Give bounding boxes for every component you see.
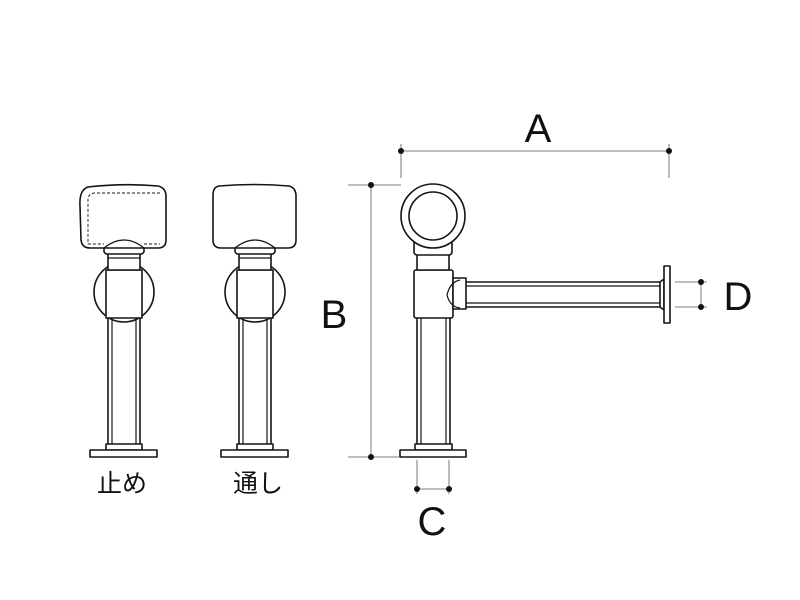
dimension-d-dot-top	[698, 279, 704, 285]
dimension-d-label: D	[724, 275, 753, 319]
side-view-valve	[399, 183, 671, 458]
through-valve-base-plate	[220, 449, 289, 458]
side-view-base-ring	[414, 443, 453, 451]
stop-valve-base-plate	[89, 449, 158, 458]
through-valve-neck	[238, 252, 272, 271]
dimension-a-dot-left	[398, 148, 404, 154]
dimension-a: A	[398, 107, 672, 178]
stop-valve-handle-dome	[103, 239, 145, 249]
dimension-a-label: A	[525, 107, 552, 151]
dimension-b: B	[321, 182, 401, 460]
stop-valve-pipe	[107, 315, 141, 447]
side-view-nut	[452, 277, 467, 310]
stop-valve-neck	[107, 252, 141, 271]
through-valve-body	[236, 269, 274, 319]
stop-valve-label: 止め	[97, 469, 147, 498]
through-valve-base-ring	[236, 443, 274, 451]
dimension-c-label: C	[418, 500, 447, 544]
through-valve-pipe	[238, 315, 272, 447]
stop-valve-body	[105, 269, 143, 319]
side-view-handle-inner	[408, 191, 458, 241]
dimension-b-dot-bottom	[368, 454, 374, 460]
side-view-nut-collar	[446, 279, 461, 309]
dimension-c: C	[414, 460, 452, 544]
stop-valve-handle	[79, 183, 167, 249]
through-valve	[212, 183, 297, 458]
dimension-b-dot-top	[368, 182, 374, 188]
dimension-d: D	[675, 275, 752, 319]
stop-valve	[79, 183, 167, 458]
dimension-d-dot-bottom	[698, 304, 704, 310]
through-valve-handle-dome	[234, 239, 276, 249]
side-view-wall-flange	[663, 265, 671, 324]
stop-valve-handle-dashed-outline	[87, 192, 160, 245]
stop-valve-base-ring	[105, 443, 143, 451]
dimension-a-dot-right	[666, 148, 672, 154]
dimension-c-dot-right	[446, 486, 452, 492]
dimension-b-label: B	[321, 293, 348, 337]
dimension-c-dot-left	[414, 486, 420, 492]
through-valve-label: 通し	[233, 469, 283, 498]
through-valve-handle	[212, 183, 297, 249]
side-view-vertical-pipe	[416, 315, 451, 447]
side-view-base-plate	[399, 449, 467, 458]
